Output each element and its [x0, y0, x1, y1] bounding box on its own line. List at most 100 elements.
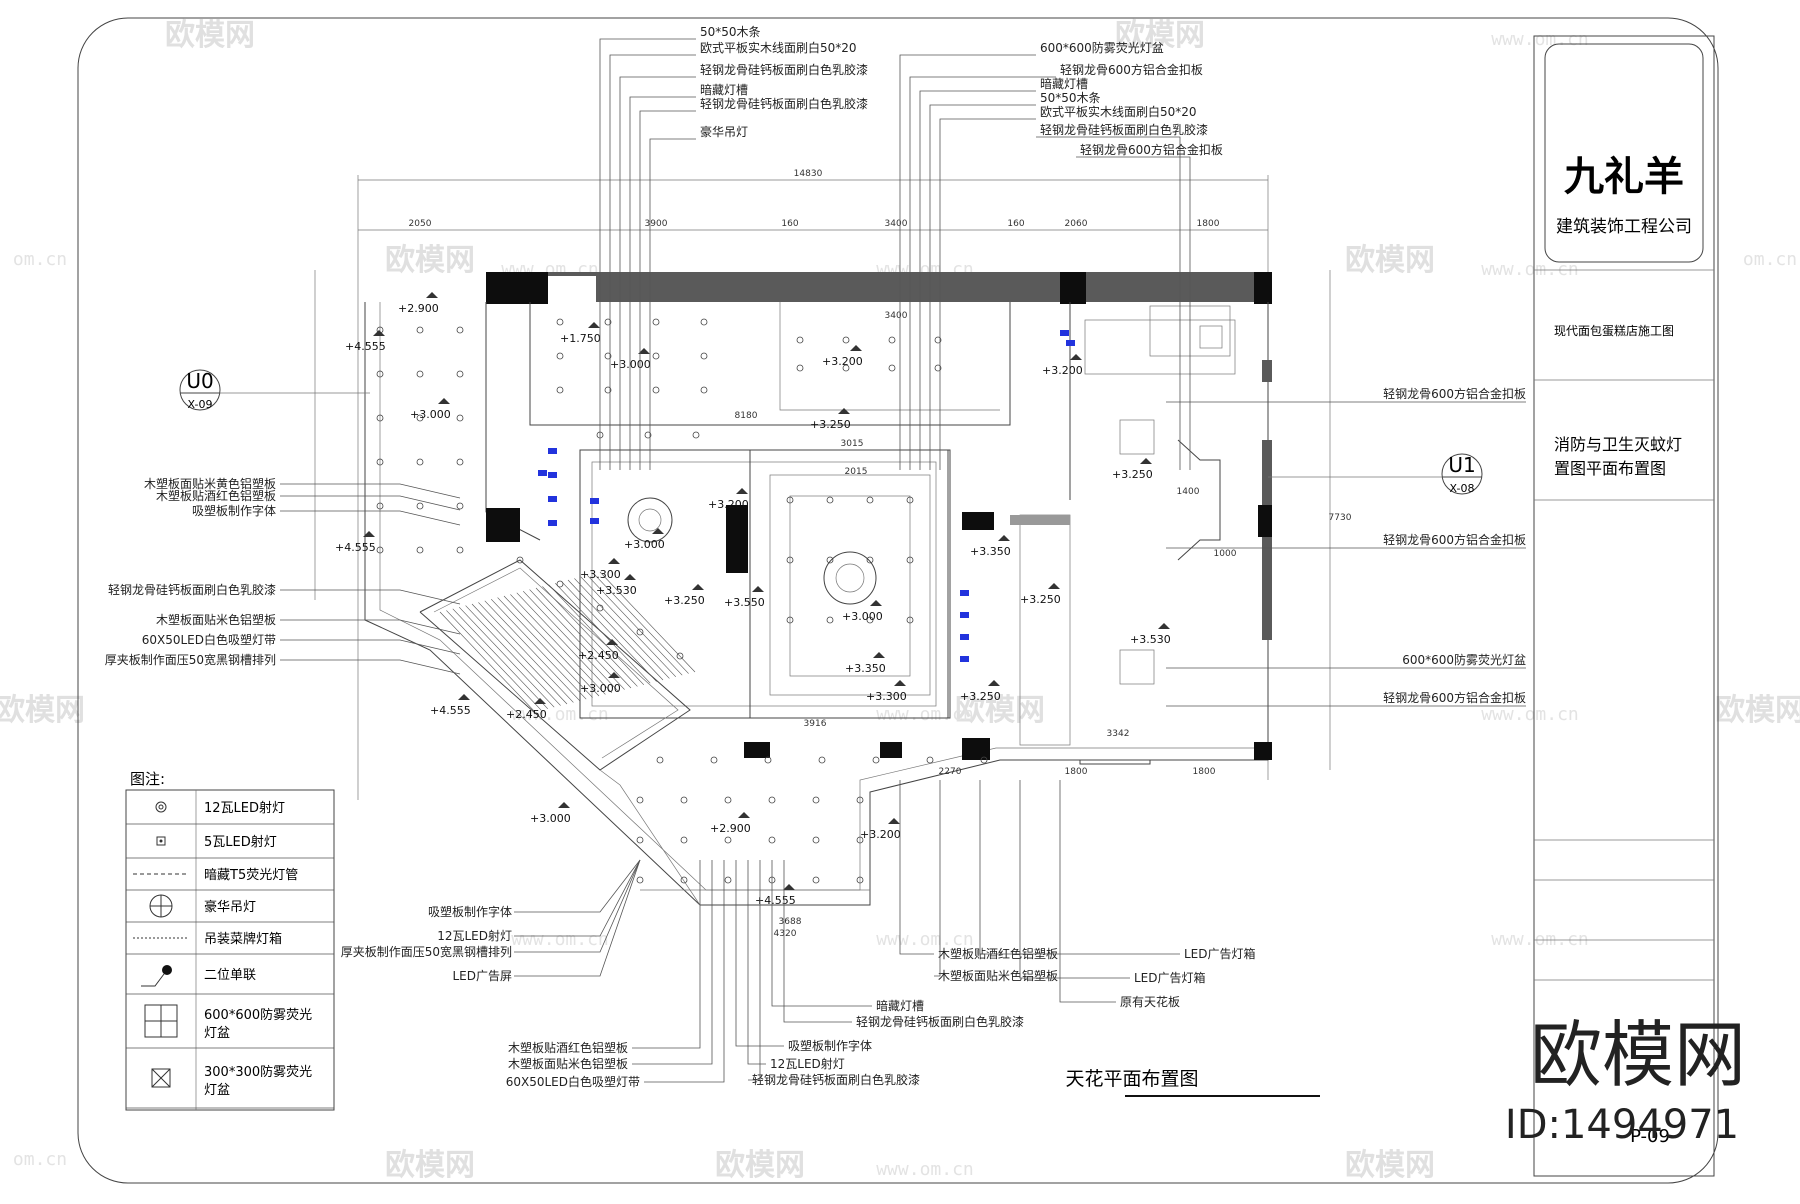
spotlight-icon [604, 352, 612, 360]
watermark-url: om.cn [1743, 249, 1797, 270]
annotation-text: 厚夹板制作面压50宽黑钢槽排列 [341, 944, 512, 959]
legend-label: 12瓦LED射灯 [204, 800, 285, 816]
spotlight-icon [596, 604, 604, 612]
annotation-text: LED广告灯箱 [1134, 970, 1206, 985]
logo-text: 九礼羊 [1564, 153, 1684, 200]
spotlight-icon [826, 556, 834, 564]
watermark-url: www.om.cn [1491, 29, 1589, 50]
elevation-marker [988, 680, 1000, 686]
spotlight-icon [556, 352, 564, 360]
spotlight-icon [856, 836, 864, 844]
elevation-label: +3.000 [842, 610, 883, 623]
leader-line [1076, 156, 1191, 470]
spotlight-icon [456, 502, 464, 510]
elevation-label: +4.555 [335, 541, 376, 554]
spotlight-icon [456, 326, 464, 334]
drawing-title: 天花平面布置图 [1065, 1068, 1198, 1090]
elevation-marker [438, 398, 450, 404]
annotation-text: 轻钢龙骨硅钙板面刷白色乳胶漆 [700, 62, 868, 77]
spotlight-icon [926, 756, 934, 764]
spotlight-icon [700, 318, 708, 326]
dimension-label: 3916 [804, 719, 827, 729]
light-fixtures [376, 318, 988, 884]
leader-line [280, 483, 461, 499]
spotlight-icon [934, 364, 942, 372]
leader-line [979, 780, 1180, 955]
section-mark-u0: U0 X-09 [179, 369, 370, 411]
watermark-brand: 欧模网 [715, 1148, 805, 1183]
elevation-label: +3.550 [724, 596, 765, 609]
spotlight-icon [856, 876, 864, 884]
elevation-marker [608, 558, 620, 564]
spotlight-icon [866, 496, 874, 504]
elevation-marker [1048, 583, 1060, 589]
elevation-marker [373, 330, 385, 336]
led-marker [1066, 340, 1075, 346]
annotation-text: 600*600防雾荧光灯盆 [1402, 652, 1526, 667]
spotlight-icon [680, 836, 688, 844]
watermark-url: www.om.cn [511, 929, 609, 950]
elevation-marker [534, 698, 546, 704]
legend-row: 暗藏T5荧光灯管 [126, 868, 334, 891]
watermark-brand: 欧模网 [165, 18, 255, 53]
sheet-number: P-09 [1630, 1126, 1670, 1147]
elevation-label: +3.250 [1020, 593, 1061, 606]
elevation-marker [606, 639, 618, 645]
annotation-text: 轻钢龙骨硅钙板面刷白色乳胶漆 [856, 1014, 1024, 1029]
spotlight-icon [416, 546, 424, 554]
elevation-label: +3.530 [596, 584, 637, 597]
elevation-label: +3.200 [822, 355, 863, 368]
led-marker [548, 496, 557, 502]
elevation-label: +4.555 [430, 704, 471, 717]
title-block-frame [1533, 35, 1715, 1177]
leader-line [280, 589, 461, 605]
section-mark-u1: U1 X-08 [1268, 453, 1483, 495]
elevation-label: +3.300 [580, 568, 621, 581]
leader-line [644, 860, 725, 1083]
spotlight-icon [934, 336, 942, 344]
dimension-label: 160 [1007, 219, 1024, 229]
leader-line [280, 619, 461, 635]
elevation-marker [426, 292, 438, 298]
section-mark-code: U1 [1448, 453, 1475, 477]
annotation-text: 12瓦LED射灯 [437, 928, 512, 943]
spotlight-icon [826, 496, 834, 504]
spotlight-icon [680, 796, 688, 804]
spotlight-icon [906, 496, 914, 504]
spotlight-icon [724, 836, 732, 844]
annotation-text: 吸塑板制作字体 [428, 904, 512, 919]
big-watermark-brand: 欧模网 [1530, 1013, 1746, 1097]
spotlight-icon [416, 370, 424, 378]
spotlight-icon [786, 556, 794, 564]
annotation-text: 轻钢龙骨600方铝合金扣板 [1383, 690, 1526, 705]
elevation-marker [652, 528, 664, 534]
elevation-marker [752, 586, 764, 592]
spotlight-icon [768, 836, 776, 844]
leader-line [514, 859, 641, 953]
annotation-text: 吸塑板制作字体 [788, 1038, 872, 1053]
elevation-label: +3.530 [1130, 633, 1171, 646]
leader-line [619, 76, 696, 470]
annotation-text: 原有天花板 [1120, 994, 1180, 1009]
spotlight-icon [680, 876, 688, 884]
spotlight-icon [812, 876, 820, 884]
column [486, 272, 520, 304]
legend-label: 暗藏T5荧光灯管 [204, 868, 298, 883]
annotation-text: 厚夹板制作面压50宽黑钢槽排列 [105, 652, 276, 667]
spotlight-icon [826, 616, 834, 624]
dimension-label: 1000 [1214, 549, 1237, 559]
elevation-marker [558, 802, 570, 808]
spotlight-icon [636, 796, 644, 804]
spotlight-icon [676, 652, 684, 660]
led-marker [960, 590, 969, 596]
leader-line [280, 659, 461, 675]
legend-label: 5瓦LED射灯 [204, 834, 277, 850]
elevation-label: +3.200 [1042, 364, 1083, 377]
legend-heading: 图注: [130, 770, 165, 788]
annotation-text: 吸塑板制作字体 [192, 503, 276, 518]
dimension-label: 1400 [1177, 487, 1200, 497]
led-marker [960, 612, 969, 618]
spotlight-icon [764, 756, 772, 764]
annotation-text: 50*50木条 [1040, 91, 1101, 105]
